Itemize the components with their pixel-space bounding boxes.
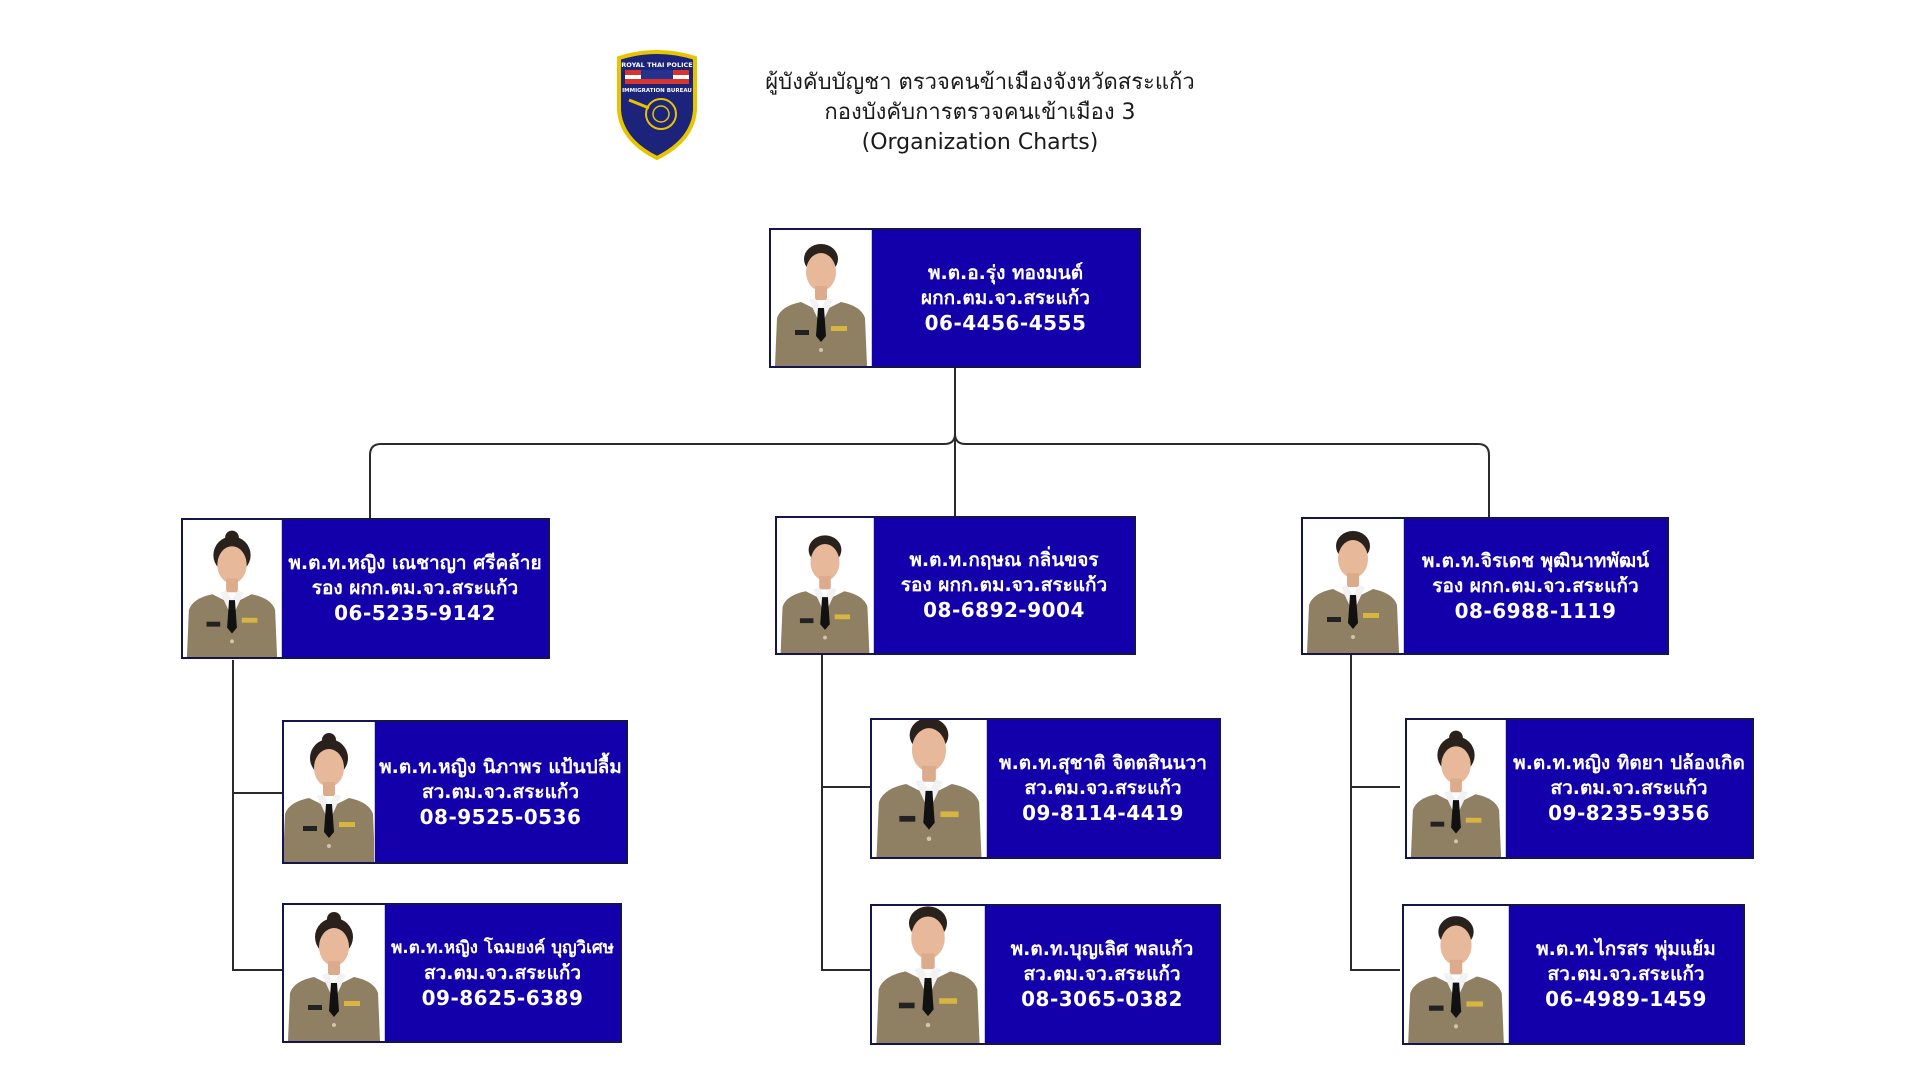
officer-portrait-icon: [1404, 906, 1508, 1043]
person-phone[interactable]: 09-8625-6389: [421, 985, 584, 1010]
connector-right-column: [1350, 655, 1400, 971]
person-position: รอง ผกก.ตม.จว.สระแก้ว: [311, 577, 519, 599]
title-line-2: กองบังคับการตรวจคนเข้าเมือง 3: [824, 100, 1136, 125]
officer-portrait-icon: [771, 230, 871, 366]
person-name: พ.ต.ท.หญิง นิภาพร แป้นปลื้ม: [379, 755, 622, 778]
badge-middle-text: IMMIGRATION BUREAU: [622, 88, 692, 94]
badge-top-text: ROYAL THAI POLICE: [621, 61, 692, 69]
person-phone[interactable]: 09-8114-4419: [1022, 801, 1184, 825]
person-phone[interactable]: 08-9525-0536: [419, 804, 582, 829]
portrait-photo: [872, 720, 987, 857]
person-position: ผกก.ตม.จว.สระแก้ว: [921, 286, 1090, 309]
card-inspector-2b[interactable]: พ.ต.ท.บุญเลิศ พลแก้ว สว.ตม.จว.สระแก้ว 08…: [870, 904, 1221, 1045]
person-position: สว.ตม.จว.สระแก้ว: [1547, 963, 1705, 985]
person-name: พ.ต.อ.รุ่ง ทองมนต์: [927, 261, 1084, 284]
person-name: พ.ต.ท.จิรเดช พุฒินาทพัฒน์: [1421, 549, 1650, 572]
person-name: พ.ต.ท.กฤษณ กลิ่นขจร: [909, 549, 1099, 571]
connector-center-column: [821, 655, 870, 971]
person-name: พ.ต.ท.ไกรสร พุ่มแย้ม: [1536, 938, 1716, 960]
card-inspector-3b[interactable]: พ.ต.ท.ไกรสร พุ่มแย้ม สว.ตม.จว.สระแก้ว 06…: [1402, 904, 1745, 1045]
person-position: สว.ตม.จว.สระแก้ว: [421, 780, 579, 803]
officer-portrait-icon: [284, 905, 384, 1041]
card-deputy-1[interactable]: พ.ต.ท.หญิง เณชาญา ศรีคล้าย รอง ผกก.ตม.จว…: [181, 518, 550, 659]
portrait-photo: [284, 905, 385, 1041]
person-position: สว.ตม.จว.สระแก้ว: [1550, 777, 1708, 799]
officer-portrait-icon: [284, 722, 374, 862]
officer-portrait-icon: [777, 518, 873, 653]
person-position: รอง ผกก.ตม.จว.สระแก้ว: [900, 574, 1108, 596]
officer-portrait-icon: [1303, 519, 1403, 653]
chart-header: ROYAL THAI POLICE IMMIGRATION BUREAU ผู้…: [615, 48, 1255, 168]
person-phone[interactable]: 06-4989-1459: [1545, 987, 1707, 1011]
person-position: รอง ผกก.ตม.จว.สระแก้ว: [1432, 574, 1639, 597]
card-inspector-1b[interactable]: พ.ต.ท.หญิง โฉมยงค์ บุญวิเศษ สว.ตม.จว.สระ…: [282, 903, 622, 1043]
person-position: สว.ตม.จว.สระแก้ว: [1024, 777, 1182, 799]
police-badge-icon: ROYAL THAI POLICE IMMIGRATION BUREAU: [617, 50, 697, 160]
card-head[interactable]: พ.ต.อ.รุ่ง ทองมนต์ ผกก.ตม.จว.สระแก้ว 06-…: [769, 228, 1141, 368]
card-inspector-2a[interactable]: พ.ต.ท.สุชาติ จิตตสินนวา สว.ตม.จว.สระแก้ว…: [870, 718, 1221, 859]
portrait-photo: [771, 230, 872, 366]
person-name: พ.ต.ท.หญิง ทิตยา ปล้องเกิด: [1513, 752, 1745, 774]
officer-portrait-icon: [1407, 720, 1505, 857]
portrait-photo: [1404, 906, 1509, 1043]
connector-branch-bar: [369, 433, 1490, 518]
person-position: สว.ตม.จว.สระแก้ว: [1023, 963, 1181, 985]
card-inspector-1a[interactable]: พ.ต.ท.หญิง นิภาพร แป้นปลื้ม สว.ตม.จว.สระ…: [282, 720, 628, 864]
person-phone[interactable]: 08-6988-1119: [1454, 598, 1617, 623]
title-line-1: ผู้บังคับบัญชา ตรวจคนข้าเมืองจังหวัดสระแ…: [765, 70, 1195, 95]
card-deputy-2[interactable]: พ.ต.ท.กฤษณ กลิ่นขจร รอง ผกก.ตม.จว.สระแก้…: [775, 516, 1136, 655]
portrait-photo: [1407, 720, 1506, 857]
connector-left-column: [232, 660, 282, 971]
portrait-photo: [284, 722, 375, 862]
person-phone[interactable]: 06-5235-9142: [334, 601, 496, 625]
person-name: พ.ต.ท.หญิง โฉมยงค์ บุญวิเศษ: [391, 937, 614, 958]
person-name: พ.ต.ท.สุชาติ จิตตสินนวา: [999, 752, 1207, 774]
officer-portrait-icon: [872, 720, 986, 857]
person-phone[interactable]: 08-3065-0382: [1021, 987, 1183, 1011]
portrait-photo: [777, 518, 874, 653]
person-phone[interactable]: 09-8235-9356: [1548, 801, 1710, 825]
person-name: พ.ต.ท.บุญเลิศ พลแก้ว: [1010, 938, 1194, 960]
portrait-photo: [872, 906, 985, 1043]
card-inspector-3a[interactable]: พ.ต.ท.หญิง ทิตยา ปล้องเกิด สว.ตม.จว.สระแ…: [1405, 718, 1754, 859]
person-position: สว.ตม.จว.สระแก้ว: [423, 961, 581, 984]
person-phone[interactable]: 08-6892-9004: [923, 598, 1085, 622]
person-phone[interactable]: 06-4456-4555: [924, 310, 1087, 335]
officer-portrait-icon: [872, 906, 984, 1043]
portrait-photo: [183, 520, 282, 657]
person-name: พ.ต.ท.หญิง เณชาญา ศรีคล้าย: [288, 552, 542, 574]
officer-portrait-icon: [183, 520, 281, 657]
card-deputy-3[interactable]: พ.ต.ท.จิรเดช พุฒินาทพัฒน์ รอง ผกก.ตม.จว.…: [1301, 517, 1669, 655]
portrait-photo: [1303, 519, 1404, 653]
title-line-3: (Organization Charts): [861, 130, 1099, 155]
